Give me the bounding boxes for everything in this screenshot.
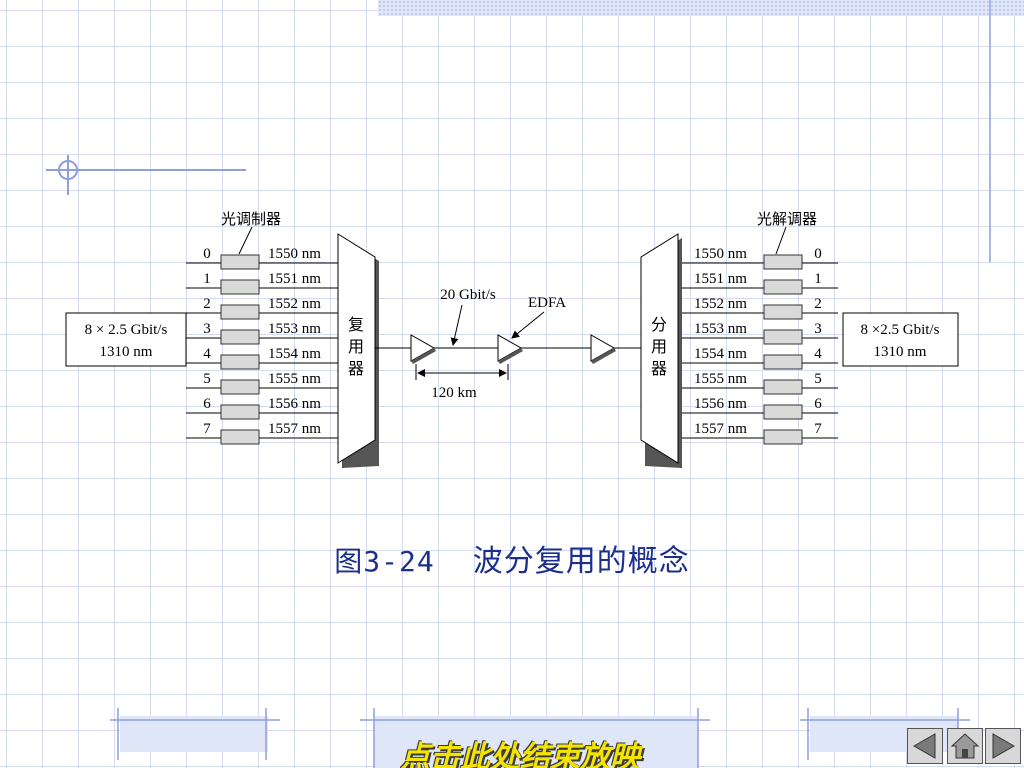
left-channel-wavelength: 1553 nm: [268, 321, 321, 337]
left-channel-wavelength: 1550 nm: [268, 246, 321, 262]
span-distance-label: 120 km: [431, 385, 477, 401]
modulator-box: [220, 279, 260, 295]
prev-slide-button[interactable]: [907, 728, 943, 764]
right-decoration-line: [989, 0, 991, 262]
input-wavelength-text: 1310 nm: [100, 344, 153, 360]
left-channel-index: 6: [203, 396, 211, 412]
left-channel-group: 0 1550 nm 1 1551 nm 2 1552 nm 3 1553 nm 4 1554 nm…: [186, 246, 338, 445]
modulator-box: [220, 379, 260, 395]
home-icon: [950, 733, 980, 759]
modulator-box: [220, 354, 260, 370]
left-channel-index: 7: [203, 421, 211, 437]
demultiplexer: 分 用 器: [640, 233, 682, 468]
left-channel-index: 1: [203, 271, 211, 287]
right-channel-index: 4: [814, 346, 822, 362]
amplifier-label: EDFA: [528, 295, 566, 311]
demodulator-box: [763, 429, 803, 445]
right-channel-wavelength: 1551 nm: [694, 271, 747, 287]
input-rate-text: 8 × 2.5 Gbit/s: [85, 322, 168, 338]
output-rate-text: 8 ×2.5 Gbit/s: [861, 322, 940, 338]
figure-title: 波分复用的概念: [472, 544, 690, 579]
right-channel-wavelength: 1554 nm: [694, 346, 747, 362]
figure-number: 图3-24: [334, 545, 435, 578]
left-channel-wavelength: 1554 nm: [268, 346, 321, 362]
output-signal-box: 8 ×2.5 Gbit/s 1310 nm: [842, 312, 959, 367]
figure-caption: 图3-24 波分复用的概念: [0, 536, 1024, 580]
input-signal-box: 8 × 2.5 Gbit/s 1310 nm: [65, 312, 187, 367]
demodulator-box: [763, 404, 803, 420]
multiplexer-char-1: 复: [348, 315, 364, 334]
right-channel-wavelength: 1550 nm: [694, 246, 747, 262]
span-dimension: [415, 364, 509, 380]
demultiplexer-char-3: 器: [651, 359, 667, 378]
modulator-label: 光调制器: [221, 210, 281, 228]
left-channel-wavelength: 1551 nm: [268, 271, 321, 287]
output-wavelength-text: 1310 nm: [874, 344, 927, 360]
right-channel-index: 0: [814, 246, 822, 262]
right-channel-index: 7: [814, 421, 822, 437]
right-channel-wavelength: 1553 nm: [694, 321, 747, 337]
demodulator-box: [763, 379, 803, 395]
right-channel-index: 6: [814, 396, 822, 412]
demodulator-box: [763, 254, 803, 270]
end-show-link[interactable]: 点击此处结束放映: [400, 740, 640, 768]
demodulator-box: [763, 329, 803, 345]
right-channel-index: 1: [814, 271, 822, 287]
corner-crosshair-mark: [46, 155, 246, 195]
modulator-box: [220, 429, 260, 445]
left-channel-index: 2: [203, 296, 211, 312]
left-channel-wavelength: 1552 nm: [268, 296, 321, 312]
fiber-link: [375, 334, 641, 364]
right-channel-wavelength: 1557 nm: [694, 421, 747, 437]
top-decoration-band: [378, 0, 1024, 16]
modulator-pointer: [238, 226, 253, 255]
amplifier-pointer: [511, 311, 545, 339]
next-slide-button[interactable]: [985, 728, 1021, 764]
modulator-box: [220, 329, 260, 345]
bottom-decoration: [110, 708, 970, 768]
home-button[interactable]: [947, 728, 983, 764]
prev-arrow-icon: [912, 733, 936, 759]
left-channel-index: 4: [203, 346, 211, 362]
modulator-box: [220, 254, 260, 270]
multiplexer-char-3: 器: [348, 359, 364, 378]
right-channel-wavelength: 1556 nm: [694, 396, 747, 412]
left-channel-wavelength: 1556 nm: [268, 396, 321, 412]
left-channel-index: 5: [203, 371, 211, 387]
amplifier-2-icon: [497, 334, 523, 364]
modulator-box: [220, 304, 260, 320]
multiplexer: 复 用 器: [337, 233, 379, 468]
link-rate-pointer: [450, 304, 463, 346]
demultiplexer-char-1: 分: [651, 315, 667, 334]
right-channel-index: 3: [814, 321, 822, 337]
amplifier-1-icon: [410, 334, 436, 364]
demodulator-box: [763, 279, 803, 295]
right-channel-group: 1550 nm 0 1551 nm 1 1552 nm 2 1553 nm 3 1554 nm 4…: [678, 246, 838, 445]
demodulator-box: [763, 354, 803, 370]
right-channel-wavelength: 1552 nm: [694, 296, 747, 312]
demodulator-label: 光解调器: [757, 210, 817, 228]
amplifier-3-icon: [590, 334, 616, 364]
modulator-box: [220, 404, 260, 420]
right-channel-wavelength: 1555 nm: [694, 371, 747, 387]
demodulator-pointer: [775, 226, 787, 255]
multiplexer-char-2: 用: [348, 337, 364, 356]
right-channel-index: 5: [814, 371, 822, 387]
left-channel-wavelength: 1555 nm: [268, 371, 321, 387]
demodulator-box: [763, 304, 803, 320]
demultiplexer-char-2: 用: [651, 337, 667, 356]
left-channel-index: 3: [203, 321, 211, 337]
left-channel-wavelength: 1557 nm: [268, 421, 321, 437]
right-channel-index: 2: [814, 296, 822, 312]
link-rate-label: 20 Gbit/s: [440, 287, 496, 303]
left-channel-index: 0: [203, 246, 211, 262]
next-arrow-icon: [992, 733, 1016, 759]
